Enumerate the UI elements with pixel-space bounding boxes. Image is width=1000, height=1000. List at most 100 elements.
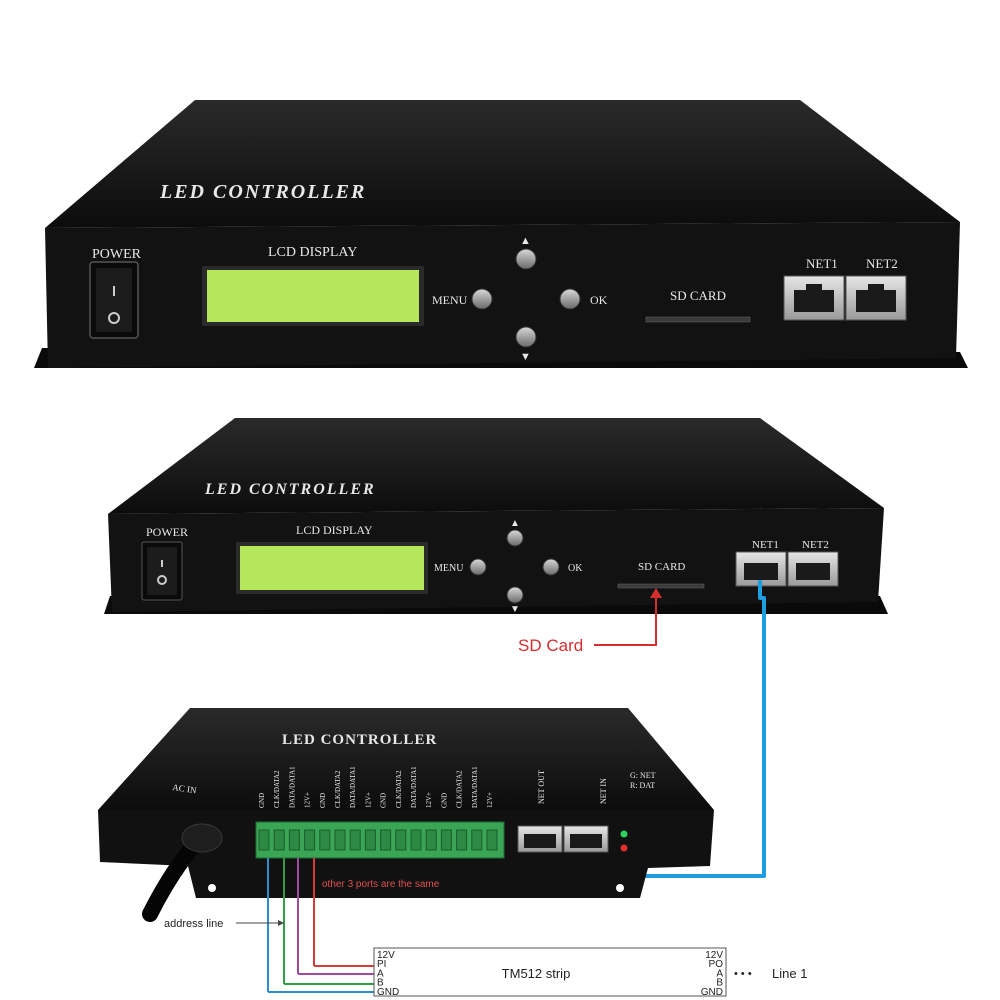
off-symbol-icon — [108, 312, 120, 324]
ok-button[interactable] — [559, 288, 581, 310]
terminal-screw[interactable] — [410, 829, 422, 851]
mount-hole — [616, 884, 624, 892]
strip-name: TM512 strip — [502, 966, 571, 981]
net-in-port[interactable] — [563, 825, 609, 853]
up-button[interactable] — [506, 529, 524, 547]
sd-card-label: SD CARD — [638, 561, 685, 573]
terminal-screw[interactable] — [380, 829, 392, 851]
indicator-dat-label: R: DAT — [630, 781, 655, 790]
continuation-dots: • • • — [734, 968, 752, 980]
terminal-label: DATA/DATA1 — [471, 766, 479, 808]
menu-label: MENU — [434, 563, 464, 574]
terminal-screw[interactable] — [258, 829, 270, 851]
terminal-labels: GND CLK/DATA2 DATA/DATA1 12V+ GND CLK/DATA2 DA… — [258, 766, 494, 808]
strip-pin-label: GND — [701, 987, 723, 998]
top-cover — [108, 418, 884, 514]
net-out-label: NET OUT — [537, 770, 546, 804]
terminal-screw[interactable] — [304, 829, 316, 851]
up-button[interactable] — [515, 248, 537, 270]
terminal-screw[interactable] — [440, 829, 452, 851]
address-line-label: address line — [164, 918, 223, 930]
sd-card-slot[interactable] — [617, 583, 705, 589]
strip-pin-label: A — [716, 968, 723, 979]
terminal-screw[interactable] — [364, 829, 376, 851]
power-switch[interactable] — [89, 261, 139, 339]
strip-pin-label: 12V — [377, 950, 395, 961]
menu-label: MENU — [432, 293, 468, 307]
terminal-screw[interactable] — [319, 829, 331, 851]
net1-port[interactable] — [783, 275, 845, 321]
tm512-strip — [373, 947, 727, 997]
controller-unit-2: LED CONTROLLER POWER LCD DISPLAY ▲ MENU … — [104, 418, 888, 615]
terminal-label: 12V+ — [486, 792, 494, 808]
net2-port[interactable] — [787, 551, 839, 587]
terminal-screw[interactable] — [273, 829, 285, 851]
net2-label: NET2 — [866, 256, 898, 271]
power-switch[interactable] — [141, 541, 183, 601]
data-indicator-led — [620, 844, 628, 852]
power-label: POWER — [146, 525, 188, 539]
terminal-label: CLK/DATA2 — [273, 770, 281, 808]
strip-pin-label: B — [716, 978, 723, 989]
down-button[interactable] — [515, 326, 537, 348]
terminal-label: 12V+ — [364, 792, 372, 808]
net-in-label: NET IN — [599, 778, 608, 804]
terminal-label: DATA/DATA1 — [410, 766, 418, 808]
terminal-screw[interactable] — [334, 829, 346, 851]
net1-label: NET1 — [752, 539, 779, 551]
brand-label: LED CONTROLLER — [282, 732, 437, 748]
terminal-label: CLK/DATA2 — [395, 770, 403, 808]
ok-button[interactable] — [542, 558, 560, 576]
arrow-head-icon — [650, 588, 662, 598]
strip-pin-label: PI — [377, 959, 386, 970]
controller-unit-1: LED CONTROLLER POWER LCD DISPLAY ▲ MENU … — [34, 100, 968, 368]
arrow-head-icon — [278, 920, 284, 926]
ac-in-label: AC IN — [172, 782, 198, 795]
net1-label: NET1 — [806, 256, 838, 271]
strip-pin-label: 12V — [705, 950, 723, 961]
net2-label: NET2 — [802, 539, 829, 551]
sd-card-label: SD CARD — [670, 288, 726, 303]
down-arrow-icon: ▼ — [510, 604, 520, 615]
lcd-label: LCD DISPLAY — [296, 523, 373, 537]
terminal-screws — [258, 829, 498, 851]
net2-port[interactable] — [845, 275, 907, 321]
lcd-display — [207, 270, 419, 322]
terminal-screw[interactable] — [486, 829, 498, 851]
terminal-screw[interactable] — [349, 829, 361, 851]
strip-pin-label: B — [377, 978, 384, 989]
menu-button[interactable] — [469, 558, 487, 576]
terminal-label: CLK/DATA2 — [334, 770, 342, 808]
net-out-port[interactable] — [517, 825, 563, 853]
terminal-screw[interactable] — [395, 829, 407, 851]
net-indicator-led — [620, 830, 628, 838]
strip-pin-label: GND — [377, 987, 399, 998]
top-cover — [45, 100, 960, 228]
sd-card-slot[interactable] — [645, 316, 751, 323]
terminal-label: 12V+ — [425, 792, 433, 808]
up-arrow-icon: ▲ — [520, 235, 531, 247]
ok-label: OK — [568, 563, 583, 574]
down-button[interactable] — [506, 586, 524, 604]
off-symbol-icon — [157, 575, 167, 585]
front-panel — [45, 222, 960, 368]
cable-gland — [181, 823, 223, 853]
terminal-screw[interactable] — [288, 829, 300, 851]
terminal-screw[interactable] — [425, 829, 437, 851]
terminal-label: GND — [319, 793, 327, 808]
sd-card-callout: SD Card — [518, 588, 662, 655]
ports-note: other 3 ports are the same — [322, 879, 440, 890]
terminal-screw[interactable] — [456, 829, 468, 851]
controller-unit-3-rear: LED CONTROLLER AC IN GND CLK/DATA2 DATA/DA… — [98, 708, 714, 922]
terminal-screw[interactable] — [471, 829, 483, 851]
terminal-label: DATA/DATA1 — [349, 766, 357, 808]
terminal-label: GND — [380, 793, 388, 808]
menu-button[interactable] — [471, 288, 493, 310]
terminal-label: GND — [440, 793, 448, 808]
brand-label: LED CONTROLLER — [204, 481, 376, 498]
terminal-label: DATA/DATA1 — [288, 766, 296, 808]
